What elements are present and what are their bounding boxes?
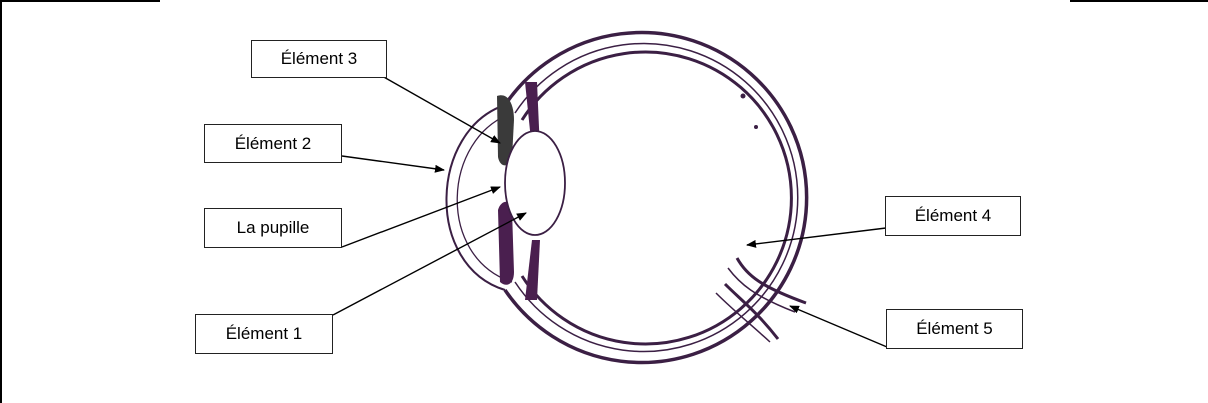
arrow-element-2 <box>342 156 444 170</box>
arrow-pupille <box>342 187 500 247</box>
optic-nerve <box>716 258 806 342</box>
label-element-2: Élément 2 <box>204 124 342 163</box>
pointer-arrows <box>333 76 887 347</box>
label-element-4: Élément 4 <box>885 196 1021 236</box>
retina-markings <box>741 94 759 130</box>
label-element-3: Élément 3 <box>251 40 387 78</box>
arrow-element-3 <box>382 76 500 143</box>
arrow-element-4 <box>747 228 886 245</box>
label-pupille: La pupille <box>204 208 342 248</box>
arrow-element-5 <box>790 306 887 347</box>
label-element-5: Élément 5 <box>886 309 1023 349</box>
ciliary-body-lower <box>525 240 540 300</box>
label-element-1: Élément 1 <box>195 314 333 354</box>
arrow-element-1 <box>333 213 526 315</box>
